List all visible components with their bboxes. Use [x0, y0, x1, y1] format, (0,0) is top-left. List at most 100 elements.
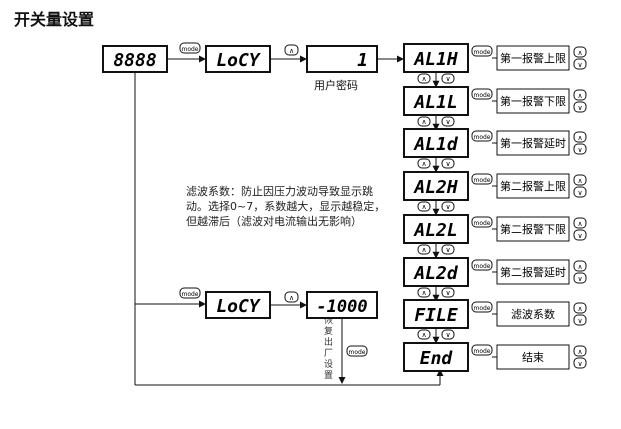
- menu-desc-box: [496, 259, 570, 285]
- mode-key-icon: mode: [179, 42, 201, 54]
- svg-text:LoCY: LoCY: [216, 296, 261, 317]
- down-key-icon: ∨: [573, 229, 587, 241]
- svg-text:mode: mode: [181, 291, 198, 298]
- svg-text:mode: mode: [473, 177, 490, 184]
- up-key-icon: ∧: [417, 287, 431, 298]
- up-key-icon: ∧: [284, 44, 299, 56]
- down-key-icon: ∨: [441, 158, 455, 169]
- svg-text:∨: ∨: [577, 146, 582, 154]
- svg-text:-1000: -1000: [316, 297, 367, 317]
- svg-text:∨: ∨: [577, 275, 582, 283]
- up-key-icon: ∧: [417, 158, 431, 169]
- menu-desc-box: [496, 301, 570, 327]
- svg-text:∧: ∧: [421, 75, 426, 83]
- svg-text:∧: ∧: [577, 49, 582, 57]
- down-key-icon: ∨: [573, 272, 587, 284]
- down-key-icon: ∨: [573, 58, 587, 70]
- up-key-icon: ∧: [573, 345, 587, 357]
- down-key-icon: ∨: [441, 329, 455, 340]
- svg-text:∨: ∨: [445, 160, 450, 168]
- svg-text:mode: mode: [473, 305, 490, 312]
- menu-display-text: AL2L: [413, 220, 457, 241]
- svg-text:LoCY: LoCY: [216, 50, 261, 71]
- mode-key-icon: mode: [179, 287, 201, 299]
- mode-key-icon: mode: [471, 344, 493, 356]
- menu-desc-box: [496, 216, 570, 242]
- svg-text:∧: ∧: [577, 134, 582, 142]
- up-key-icon: ∧: [573, 174, 587, 186]
- menu-desc-box: [496, 173, 570, 199]
- mode-key-icon: mode: [471, 259, 493, 271]
- svg-text:∨: ∨: [577, 104, 582, 112]
- up-key-icon: ∧: [284, 291, 299, 303]
- up-key-icon: ∧: [417, 116, 431, 127]
- menu-display: [403, 342, 469, 372]
- up-key-icon: ∧: [573, 89, 587, 101]
- svg-text:∨: ∨: [445, 331, 450, 339]
- up-key-icon: ∧: [573, 260, 587, 272]
- svg-text:∧: ∧: [421, 289, 426, 297]
- down-key-icon: ∨: [441, 287, 455, 298]
- down-key-icon: ∨: [441, 201, 455, 212]
- svg-text:∧: ∧: [577, 92, 582, 100]
- menu-display-text: AL1d: [413, 134, 459, 155]
- down-key-icon: ∨: [573, 186, 587, 198]
- svg-text:∨: ∨: [445, 246, 450, 254]
- mode-key-icon: mode: [346, 345, 368, 357]
- menu-display-text: FILE: [414, 305, 458, 326]
- menu-desc-label: 第二报警上限: [500, 179, 566, 193]
- svg-text:∨: ∨: [577, 232, 582, 240]
- menu-desc-label: 第一报警下限: [500, 94, 566, 108]
- menu-item-0: AL1H mode 第一报警上限 ∧ ∨ ∧ ∨: [403, 43, 587, 88]
- svg-text:∧: ∧: [421, 246, 426, 254]
- display-8888: 8888: [102, 45, 168, 73]
- menu-desc-label: 结束: [522, 351, 544, 364]
- password-label: 用户密码: [314, 79, 358, 92]
- display-locy-top: LoCY: [205, 45, 271, 73]
- menu-desc-box: [496, 344, 570, 370]
- menu-display-text: AL2H: [413, 177, 458, 198]
- down-key-icon: ∨: [573, 314, 587, 326]
- svg-text:∧: ∧: [577, 177, 582, 185]
- down-key-icon: ∨: [573, 357, 587, 369]
- mode-key-icon: mode: [471, 130, 493, 142]
- svg-text:∧: ∧: [577, 305, 582, 313]
- down-key-icon: ∨: [441, 73, 455, 84]
- up-key-icon: ∧: [573, 302, 587, 314]
- svg-text:∨: ∨: [577, 61, 582, 69]
- svg-text:∧: ∧: [289, 47, 294, 55]
- menu-desc-box: [496, 130, 570, 156]
- svg-text:∧: ∧: [577, 348, 582, 356]
- menu-desc-label: 第一报警上限: [500, 51, 566, 65]
- up-key-icon: ∧: [417, 329, 431, 340]
- menu-display-text: AL1H: [413, 49, 458, 70]
- down-key-icon: ∨: [573, 101, 587, 113]
- svg-text:∨: ∨: [577, 189, 582, 197]
- svg-text:∨: ∨: [577, 317, 582, 325]
- svg-text:mode: mode: [473, 220, 490, 227]
- svg-text:∨: ∨: [445, 289, 450, 297]
- svg-text:∨: ∨: [445, 118, 450, 126]
- mode-key-icon: mode: [471, 301, 493, 313]
- up-key-icon: ∧: [417, 73, 431, 84]
- mode-key-icon: mode: [471, 45, 493, 57]
- svg-text:mode: mode: [473, 263, 490, 270]
- menu-desc-box: [496, 45, 570, 71]
- svg-text:∨: ∨: [445, 75, 450, 83]
- menu-desc-label: 第二报警延时: [500, 265, 566, 279]
- svg-text:∧: ∧: [577, 220, 582, 228]
- display-8888-text: 8888: [113, 50, 156, 71]
- svg-text:mode: mode: [473, 348, 490, 355]
- svg-text:∧: ∧: [421, 118, 426, 126]
- up-key-icon: ∧: [573, 131, 587, 143]
- filter-note: 滤波系数：防止因压力波动导致显示跳动。选择0~7，系数越大，显示越稳定，但越滞后…: [186, 185, 386, 228]
- menu-display: [403, 257, 469, 287]
- svg-text:mode: mode: [473, 92, 490, 99]
- menu-desc-label: 第二报警下限: [500, 222, 566, 236]
